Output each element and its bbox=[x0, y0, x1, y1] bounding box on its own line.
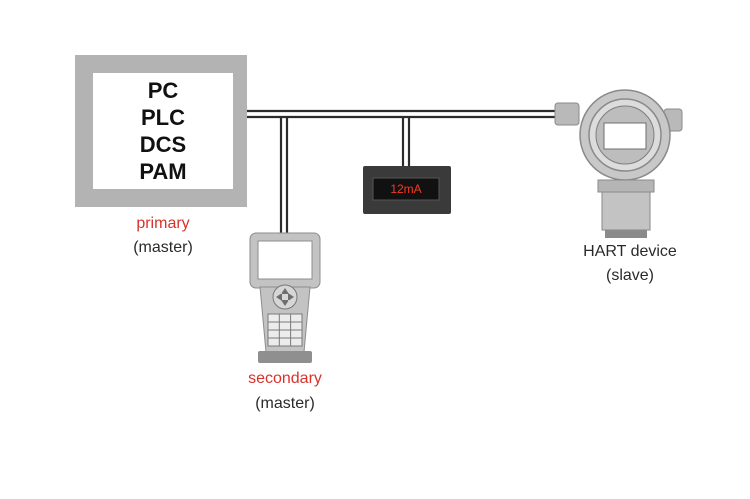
secondary-role-label: secondary bbox=[248, 370, 322, 387]
primary-host-line-plc: PLC bbox=[141, 105, 185, 130]
handheld-communicator bbox=[249, 232, 321, 363]
primary-host-line-pc: PC bbox=[147, 78, 179, 103]
bus-wires bbox=[246, 109, 562, 236]
hart-transmitter bbox=[554, 89, 683, 238]
field-device-mode: (slave) bbox=[605, 267, 654, 284]
current-meter bbox=[363, 166, 451, 214]
primary-host-line-dcs: DCS bbox=[139, 132, 187, 157]
secondary-mode-label: (master) bbox=[255, 395, 315, 412]
primary-role-label: primary bbox=[136, 215, 190, 232]
primary-mode-label: (master) bbox=[133, 239, 193, 256]
current-reading: 12mA bbox=[390, 182, 422, 196]
primary-host-box bbox=[75, 55, 247, 207]
field-device-name: HART device bbox=[583, 243, 677, 260]
primary-host-labels: PC PLC DCS PAM bbox=[93, 73, 233, 189]
primary-host-line-pam: PAM bbox=[139, 159, 187, 184]
